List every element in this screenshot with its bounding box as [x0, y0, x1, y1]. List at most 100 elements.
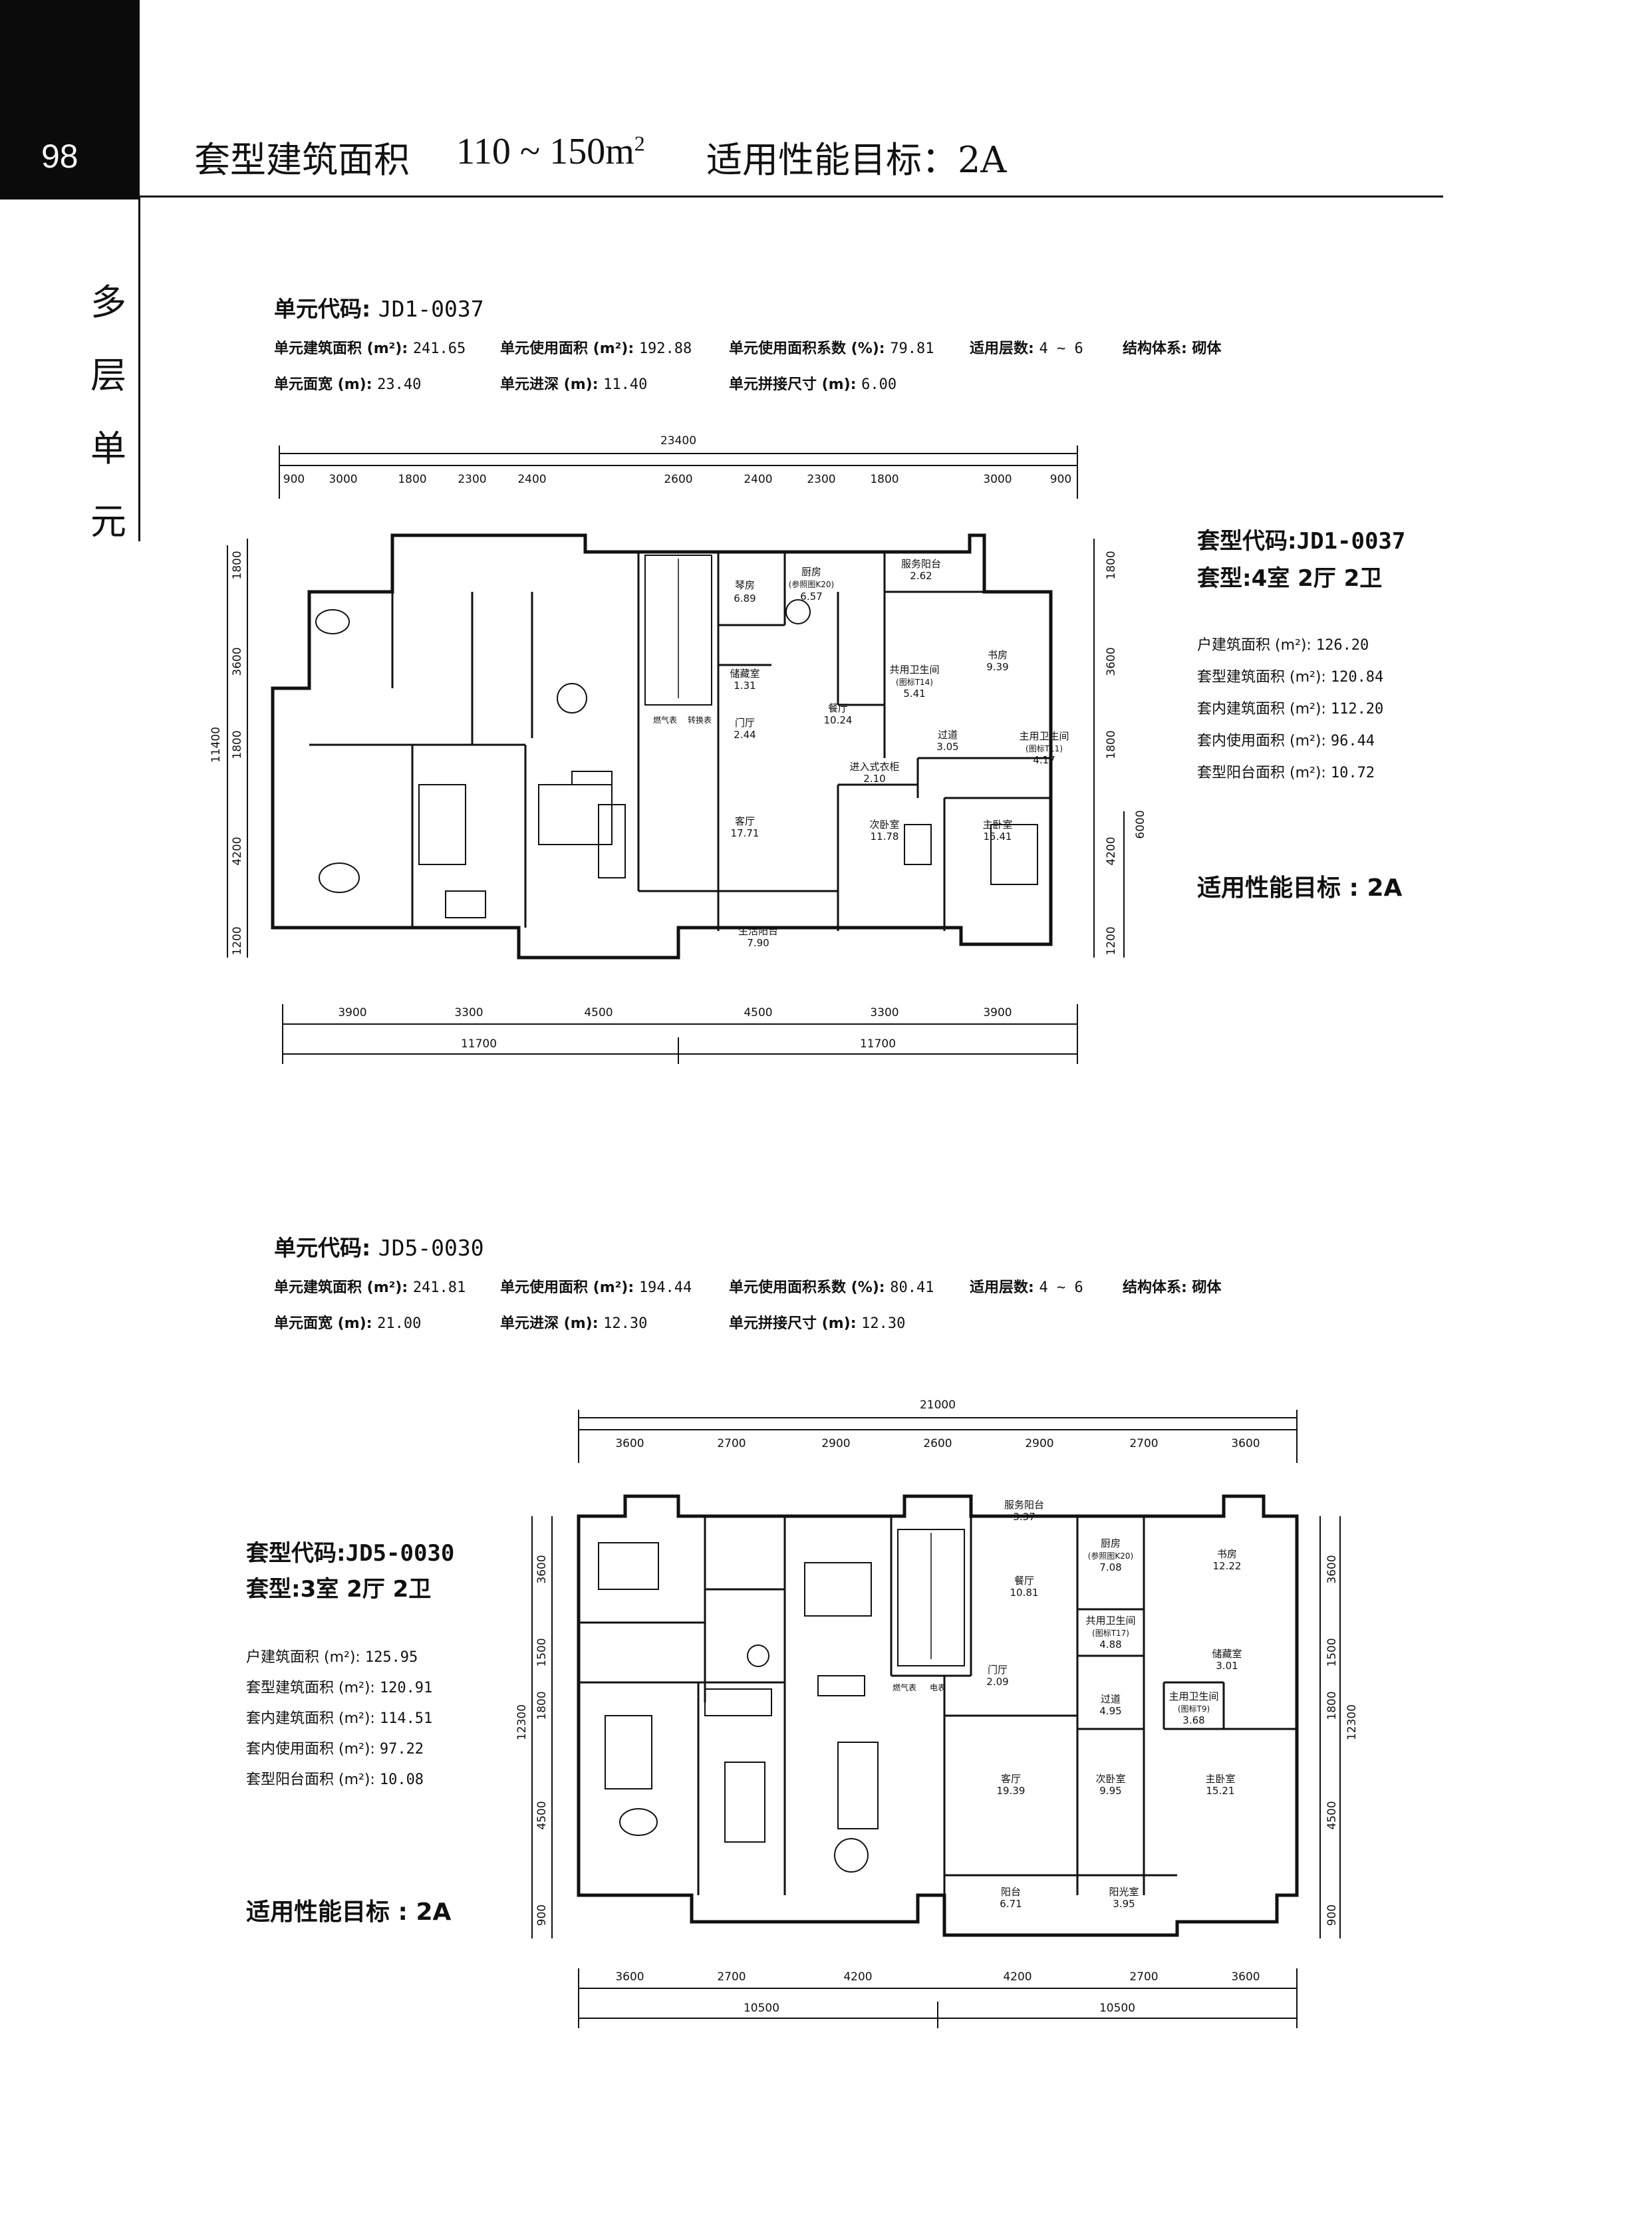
header-title: 套型建筑面积 [194, 139, 410, 181]
dim-text: 900 [1050, 473, 1071, 486]
room-area: 11.78 [871, 831, 899, 843]
page-number: 98 [41, 138, 78, 175]
room-sub: (图标T9) [1178, 1704, 1210, 1714]
unit1-area-row: 套型阳台面积 (m²): 10.72 [1197, 765, 1375, 781]
room-label: 主用卫生间 [1169, 1690, 1218, 1702]
unit1-spec: 单元建筑面积 (m²): 241.65 [274, 340, 466, 357]
unit1-floor-plan: 23400 900 3000 1800 2300 2400 2600 2400 … [209, 434, 1147, 1064]
room-area: 4.95 [1099, 1705, 1121, 1717]
room-label: 主卧室 [982, 819, 1012, 831]
dim-text: 3600 [1231, 1970, 1260, 1984]
unit2-area-row: 套型阳台面积 (m²): 10.08 [246, 1772, 424, 1788]
dim-text: 3000 [329, 473, 357, 486]
room-label: 主卧室 [1205, 1773, 1235, 1785]
room-label: 进入式衣柜 [849, 761, 899, 773]
dim-text: 1800 [1325, 1691, 1339, 1720]
dim-text: 1800 [1105, 551, 1118, 579]
room-label: 餐厅 [828, 702, 848, 714]
room-area: 19.39 [997, 1785, 1026, 1797]
dim-text: 2400 [517, 473, 546, 486]
dim-text: 2600 [923, 1437, 952, 1450]
room-area: 9.39 [986, 661, 1008, 673]
dim-text: 4500 [584, 1006, 613, 1019]
dim-text: 10500 [1099, 2002, 1135, 2015]
room-label: 储藏室 [1212, 1648, 1242, 1660]
room-label: 次卧室 [1095, 1773, 1125, 1785]
dim-text: 1800 [398, 473, 426, 486]
room-label: 厨房 [801, 566, 821, 578]
room-area: 6.71 [1000, 1898, 1022, 1910]
dim-text: 1800 [231, 551, 244, 579]
dim-text: 3600 [615, 1437, 644, 1450]
room-label: 过道 [1101, 1693, 1121, 1705]
unit1-type: 套型:4室 2厅 2卫 [1197, 565, 1383, 592]
unit1-spec: 单元面宽 (m): 23.40 [274, 376, 422, 393]
dim-text: 1500 [535, 1638, 549, 1666]
unit1-spec: 单元拼接尺寸 (m): 6.00 [729, 376, 897, 393]
dim-text: 11700 [461, 1037, 497, 1051]
dim-text: 3900 [338, 1006, 366, 1019]
unit1-area-row: 户建筑面积 (m²): 126.20 [1197, 637, 1369, 654]
room-area: 12.22 [1213, 1560, 1242, 1572]
room-area: 4.17 [1033, 754, 1055, 766]
unit2-spec: 单元建筑面积 (m²): 241.81 [274, 1279, 466, 1296]
room-area: 2.62 [910, 570, 932, 582]
room-label: 琴房 [735, 579, 755, 591]
dim-text: 2900 [821, 1437, 850, 1450]
room-label: 书房 [1217, 1548, 1237, 1560]
dim-text: 3300 [870, 1006, 898, 1019]
dim-text: 11700 [860, 1037, 896, 1051]
dim-text: 3000 [983, 473, 1012, 486]
room-area: 3.37 [1013, 1511, 1035, 1523]
room-area: 3.68 [1182, 1714, 1204, 1726]
dim-text: 1800 [535, 1691, 549, 1720]
dim-text: 3600 [1105, 647, 1118, 676]
dim-text: 3300 [454, 1006, 483, 1019]
room-area: 15.21 [1206, 1785, 1235, 1797]
dim-text: 2400 [744, 473, 772, 486]
room-sub: (图标T14) [896, 678, 933, 687]
room-area: 7.90 [747, 937, 769, 949]
room-label: 生活阳台 [738, 925, 778, 937]
header-rule [140, 196, 1443, 198]
dim-text: 2900 [1025, 1437, 1053, 1450]
unit2-spec: 单元使用面积系数 (%): 80.41 [729, 1279, 934, 1296]
dim-text: 3600 [1325, 1555, 1339, 1583]
room-sub: (图标T11) [1026, 744, 1063, 753]
dim-text: 4200 [1105, 837, 1118, 865]
dim-text: 2300 [458, 473, 486, 486]
room-area: 3.05 [936, 741, 958, 753]
room-label: 客厅 [1001, 1773, 1021, 1785]
room-area: 9.95 [1099, 1785, 1121, 1797]
room-label: 储藏室 [730, 668, 759, 680]
header-area-range: 110 ~ 150m2 [456, 131, 645, 172]
unit1-type-code: 套型代码:JD1-0037 [1197, 528, 1406, 555]
room-area: 5.41 [903, 688, 925, 700]
room-area: 3.01 [1216, 1660, 1238, 1672]
room-label: 阳台 [1001, 1886, 1021, 1898]
room-area: 10.81 [1010, 1587, 1039, 1599]
dim-text: 4200 [1003, 1970, 1032, 1984]
room-area: 3.95 [1113, 1898, 1135, 1910]
dim-text: 1800 [870, 473, 898, 486]
unit2-spec: 适用层数: 4 ~ 6 [970, 1279, 1083, 1296]
unit1-spec: 单元进深 (m): 11.40 [500, 376, 648, 393]
dim-text: 900 [283, 473, 305, 486]
unit2-spec: 单元面宽 (m): 21.00 [274, 1315, 422, 1332]
side-rule [138, 196, 140, 541]
room-label: 服务阳台 [901, 558, 941, 570]
unit2-type: 套型:3室 2厅 2卫 [246, 1576, 432, 1603]
room-area: 15.41 [984, 831, 1012, 843]
room-label: 门厅 [988, 1664, 1008, 1676]
dim-text: 900 [1325, 1905, 1339, 1926]
room-area: 17.71 [731, 827, 759, 839]
room-area: 10.24 [824, 714, 853, 726]
room-area: 2.44 [734, 729, 756, 741]
unit2-type-code: 套型代码:JD5-0030 [246, 1540, 455, 1567]
room-label: 共用卫生间 [1085, 1615, 1135, 1627]
header-performance: 适用性能目标：2A [706, 139, 1007, 181]
unit2-spec: 单元使用面积 (m²): 194.44 [500, 1279, 692, 1296]
dim-text: 1200 [231, 926, 244, 955]
room-label: 阳光室 [1109, 1886, 1139, 1898]
